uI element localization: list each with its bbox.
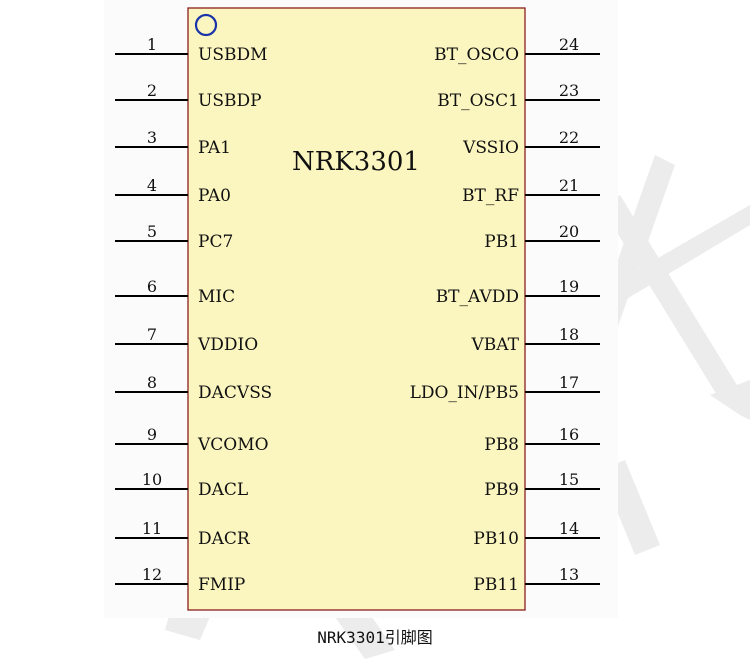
pin-name: DACL (198, 480, 248, 500)
pin-name: LDO_IN/PB5 (410, 383, 519, 403)
pin-number: 1 (147, 35, 157, 54)
pin-number: 6 (147, 277, 157, 296)
pin-name: PC7 (198, 232, 233, 252)
pin-number: 9 (147, 425, 157, 444)
pin-name: VBAT (471, 335, 520, 355)
pin-name: BT_AVDD (436, 287, 519, 307)
pin-name: VSSIO (462, 138, 519, 158)
pin-name: PA1 (198, 138, 231, 158)
pin-name: PA0 (198, 186, 231, 206)
pin1-marker-icon (194, 13, 218, 37)
pin-name: PB1 (484, 232, 519, 252)
pin-number: 16 (559, 425, 579, 444)
figure-caption: NRK3301引脚图 (317, 628, 433, 647)
pin-name: MIC (198, 287, 235, 307)
chip-name: NRK3301 (292, 147, 420, 177)
pin-number: 15 (559, 470, 579, 489)
right-pins: 24BT_OSCO23BT_OSC122VSSIO21BT_RF20PB119B… (410, 35, 600, 595)
pin-number: 17 (559, 373, 579, 392)
pin-number: 21 (559, 176, 579, 195)
pin-number: 11 (142, 519, 162, 538)
pin-number: 12 (142, 565, 162, 584)
pin-name: PB9 (484, 480, 519, 500)
pin-name: BT_RF (462, 186, 519, 206)
pin-name: VCOMO (197, 435, 269, 455)
pin-name: DACR (198, 529, 251, 549)
pin-number: 19 (559, 277, 579, 296)
pin-name: PB11 (473, 575, 519, 595)
pin-number: 13 (559, 565, 579, 584)
pin-name: USBDM (198, 45, 268, 65)
pin-number: 24 (559, 35, 579, 54)
pin-number: 7 (147, 325, 157, 344)
pin-name: DACVSS (198, 383, 272, 403)
pin-name: BT_OSCO (434, 45, 519, 65)
pin-number: 5 (147, 222, 157, 241)
pin-name: VDDIO (197, 335, 258, 355)
pin-number: 3 (147, 128, 157, 147)
pin-number: 4 (147, 176, 157, 195)
pin-number: 18 (559, 325, 579, 344)
chip-body (187, 7, 526, 611)
pin-name: BT_OSC1 (437, 91, 519, 111)
pin-number: 23 (559, 81, 579, 100)
pin-number: 8 (147, 373, 157, 392)
pin-number: 22 (559, 128, 579, 147)
pin-name: FMIP (198, 575, 245, 595)
pin-number: 14 (559, 519, 579, 538)
pin-name: PB10 (473, 529, 519, 549)
pin-number: 2 (147, 81, 157, 100)
pin-number: 20 (559, 222, 579, 241)
pin-name: PB8 (484, 435, 519, 455)
pin-number: 10 (142, 470, 162, 489)
pin-name: USBDP (198, 91, 262, 111)
